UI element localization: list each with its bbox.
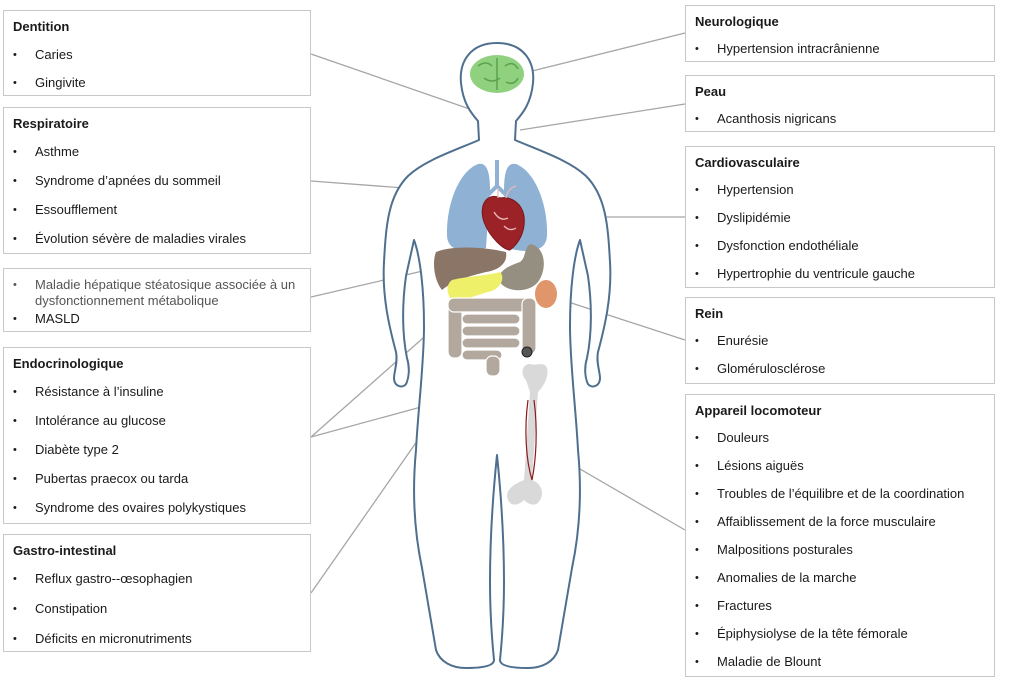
box-hepatique: •Maladie hépatique stéatosique associée … — [3, 268, 311, 332]
box-endocrinologique: Endocrinologique •Résistance à l’insulin… — [3, 347, 311, 524]
brain-icon — [470, 55, 524, 93]
list-item: •Caries — [13, 47, 73, 62]
list-item: •Hypertrophie du ventricule gauche — [695, 266, 916, 281]
list-item: •Affaiblissement de la force musculaire — [695, 514, 936, 529]
pancreas-icon — [447, 272, 503, 301]
list-item: •Reflux gastro--œsophagien — [13, 571, 193, 586]
list-item: •Hypertension — [695, 182, 794, 197]
list-item: •Enurésie — [695, 333, 769, 348]
box-peau: Peau •Acanthosis nigricans — [685, 75, 995, 132]
box-title: Respiratoire — [13, 116, 89, 131]
list-item: •Dyslipidémie — [695, 210, 791, 225]
box-title: Rein — [695, 306, 724, 321]
list-item: •Gingivite — [13, 75, 86, 90]
heart-icon — [481, 185, 525, 251]
connector-neuro — [519, 32, 686, 75]
list-item: •Dysfonction endothéliale — [695, 238, 859, 253]
kidney-icon — [535, 280, 557, 308]
list-item: •Acanthosis nigricans — [695, 111, 837, 126]
list-item: •Résistance à l’insuline — [13, 384, 164, 399]
list-item: •Déficits en micronutriments — [13, 631, 192, 646]
list-item: •Douleurs — [695, 430, 770, 445]
list-item: •Asthme — [13, 144, 80, 159]
box-title: Gastro-intestinal — [13, 543, 117, 558]
box-title: Endocrinologique — [13, 356, 124, 371]
box-rein: Rein •Enurésie •Glomérulosclérose — [685, 297, 995, 384]
box-locomoteur: Appareil locomoteur •Douleurs •Lésions a… — [685, 394, 995, 677]
intestine-icon — [447, 297, 537, 377]
list-item: •Syndrome d’apnées du sommeil — [13, 173, 221, 188]
list-item: •Maladie hépatique stéatosique associée … — [13, 277, 296, 308]
list-item: •Essoufflement — [13, 202, 118, 217]
box-title: Appareil locomoteur — [695, 403, 822, 418]
list-item: •Épiphysiolyse de la tête fémorale — [695, 626, 908, 641]
box-neurologique: Neurologique •Hypertension intracrânienn… — [685, 5, 995, 62]
list-item: •Syndrome des ovaires polykystiques — [13, 500, 246, 515]
box-title: Neurologique — [695, 14, 779, 29]
list-item: •Évolution sévère de maladies virales — [13, 231, 246, 246]
list-item: •Malpositions posturales — [695, 542, 853, 557]
list-item: •Troubles de l’équilibre et de la coordi… — [695, 486, 965, 501]
list-item: •Fractures — [695, 598, 772, 613]
connector-rein — [549, 295, 686, 341]
box-dentition: Dentition •Caries •Gingivite — [3, 10, 311, 96]
list-item: •Maladie de Blount — [695, 654, 822, 669]
femur-bone-icon — [507, 364, 548, 505]
list-item: •Glomérulosclérose — [695, 361, 826, 376]
connector-dentition — [310, 53, 488, 116]
joint-icon — [521, 346, 533, 358]
list-item: •MASLD — [13, 311, 80, 326]
box-gastro: Gastro-intestinal •Reflux gastro--œsopha… — [3, 534, 311, 652]
list-item: •Anomalies de la marche — [695, 570, 857, 585]
list-item: •Lésions aiguës — [695, 458, 804, 473]
list-item: •Constipation — [13, 601, 108, 616]
list-item: •Hypertension intracrânienne — [695, 41, 880, 56]
box-cardio: Cardiovasculaire •Hypertension •Dyslipid… — [685, 146, 995, 288]
connector-hepatique — [310, 266, 441, 298]
connector-peau — [519, 103, 686, 131]
box-respiratoire: Respiratoire •Asthme •Syndrome d’apnées … — [3, 107, 311, 254]
box-title: Peau — [695, 84, 727, 99]
liver-icon — [434, 247, 507, 290]
list-item: •Intolérance au glucose — [13, 413, 166, 428]
box-title: Cardiovasculaire — [695, 155, 800, 170]
list-item: •Diabète type 2 — [13, 442, 119, 457]
box-title: Dentition — [13, 19, 70, 34]
list-item: •Pubertas praecox ou tarda — [13, 471, 189, 486]
stomach-icon — [499, 244, 544, 291]
